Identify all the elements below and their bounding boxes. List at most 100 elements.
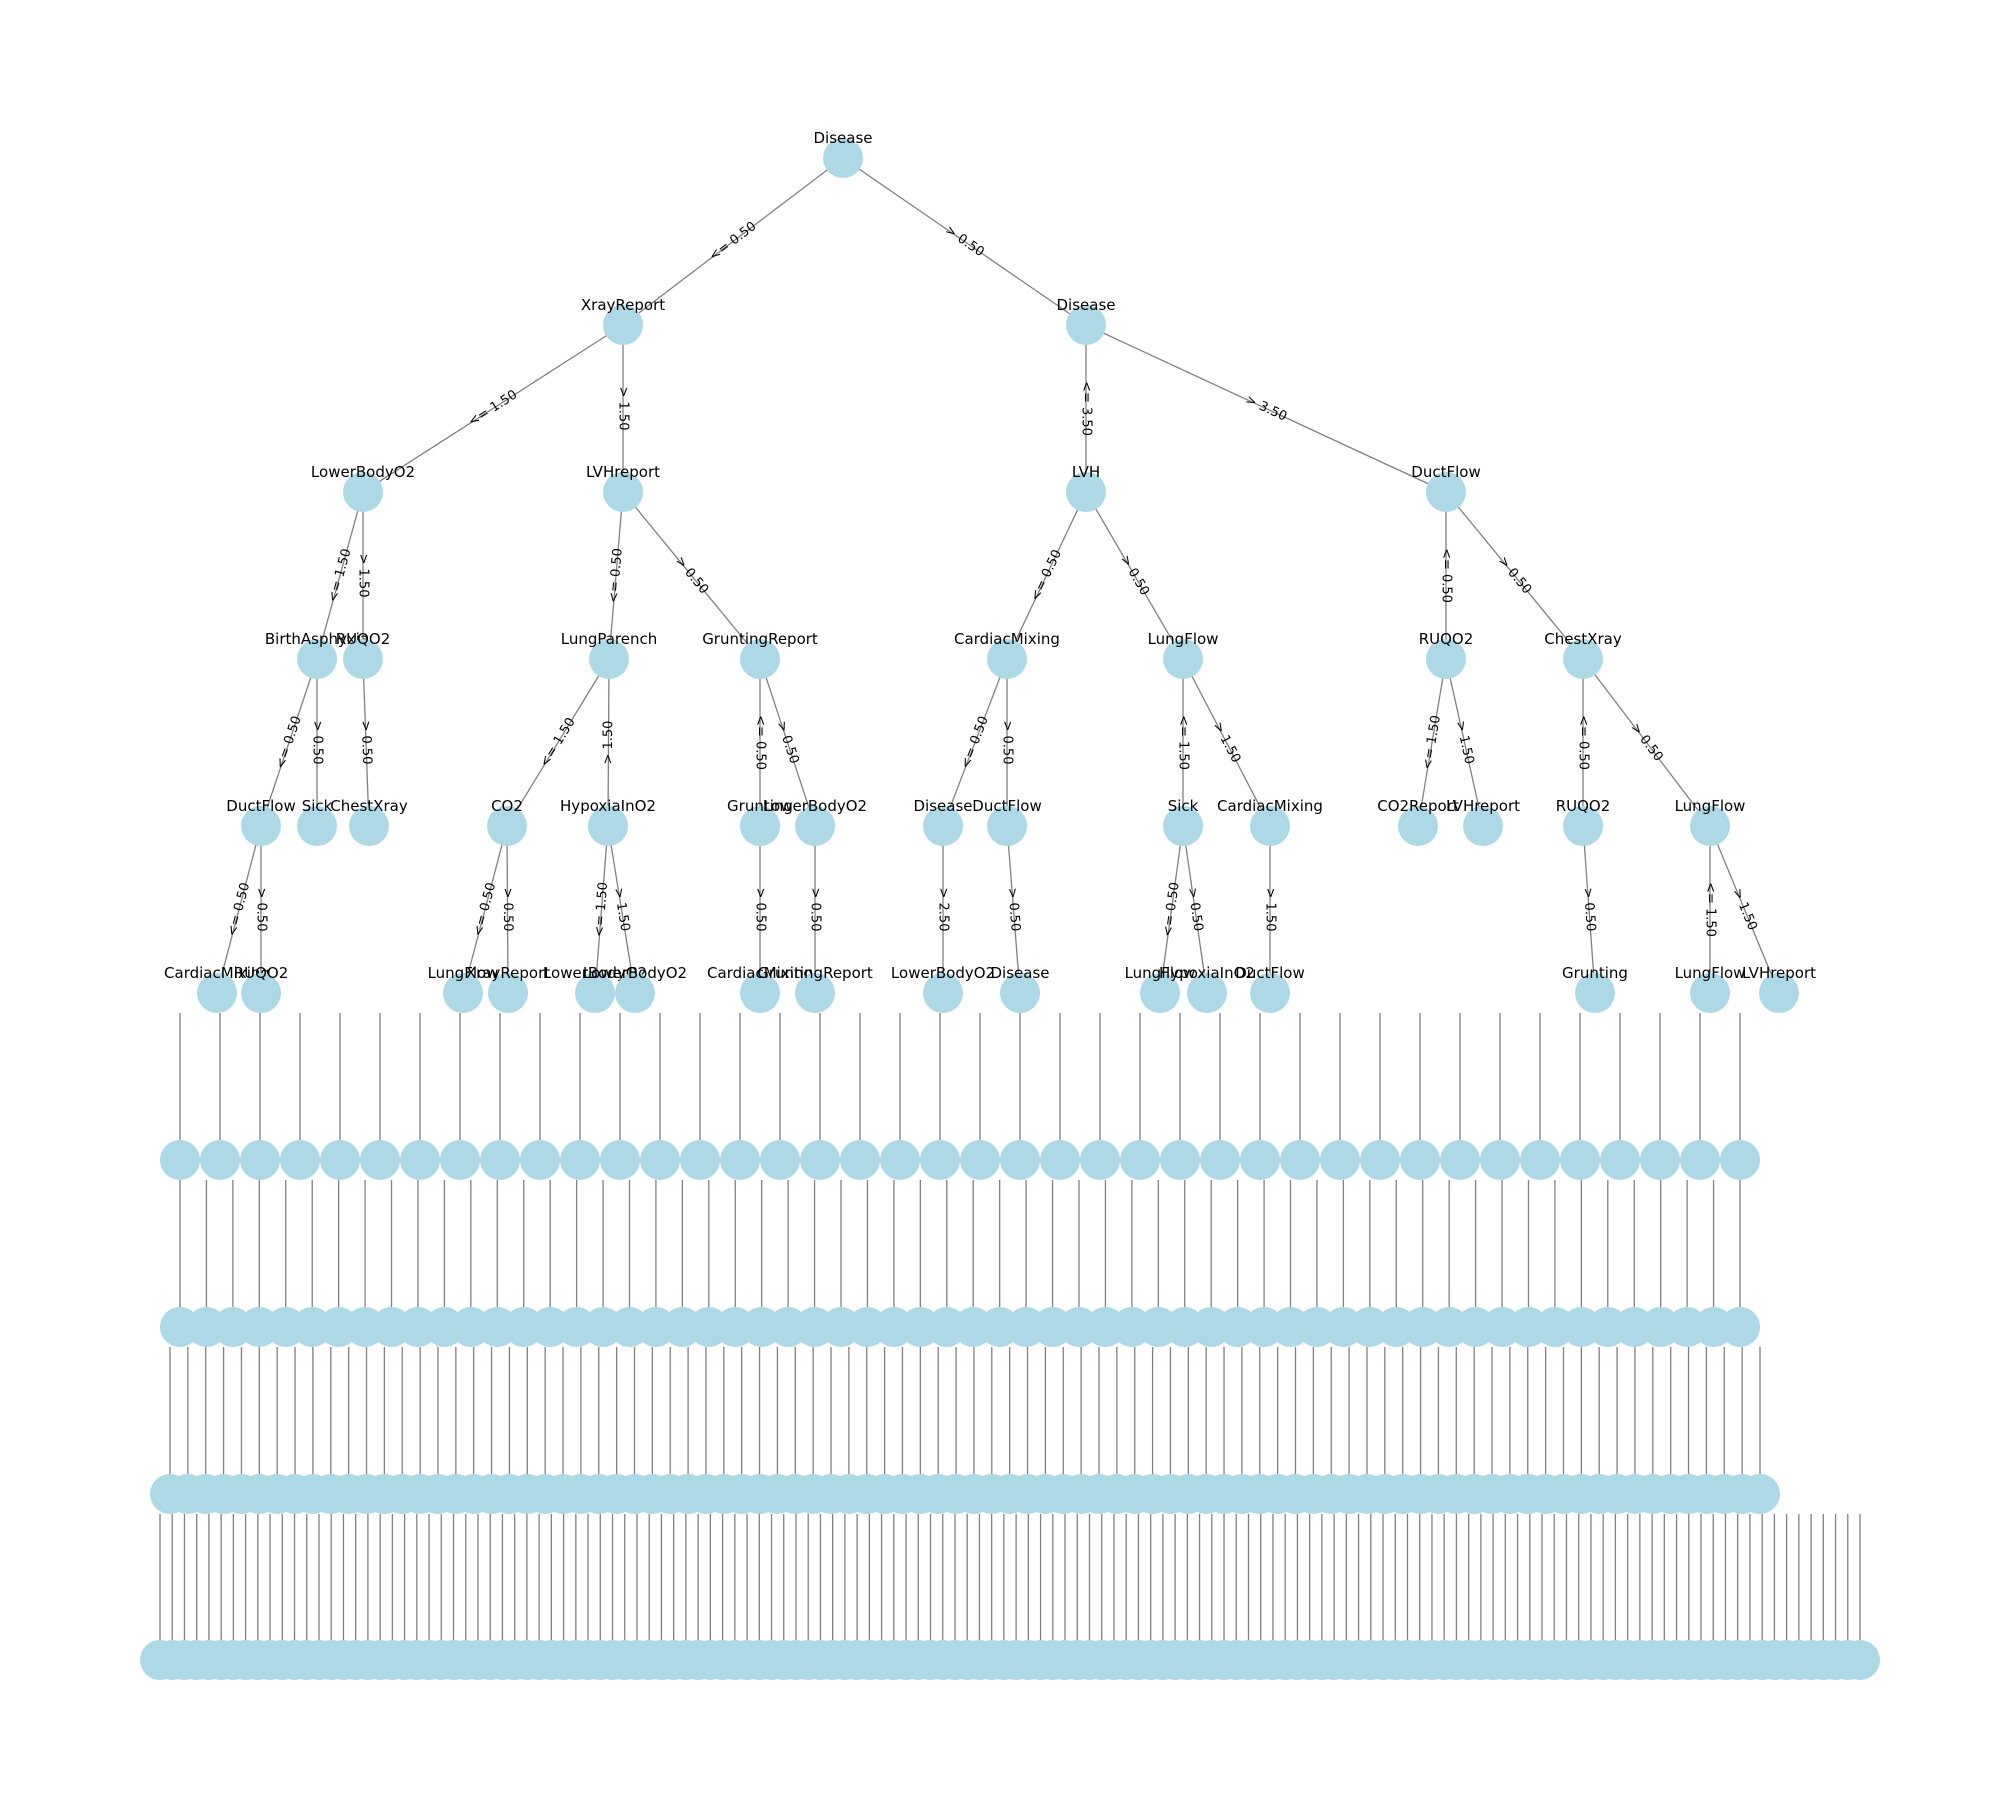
node-circle: [1563, 806, 1603, 846]
node-circle: [1690, 973, 1730, 1013]
tree-node: XrayReport: [581, 296, 665, 345]
node-label: HypoxiaInO2: [1159, 964, 1255, 982]
node-label: LVHreport: [1446, 797, 1520, 815]
node-label: LowerBodyO2: [543, 964, 647, 982]
node-label: LungFlow: [428, 964, 499, 982]
node-circle: [1163, 806, 1203, 846]
dense-node: [320, 1140, 360, 1180]
edge-threshold-label: > 0.50: [254, 888, 269, 932]
tree-edge: <= 1.50: [592, 825, 611, 994]
tree-edges: <= 0.50> 0.50<= 1.50> 1.50<= 3.50> 3.50<…: [216, 157, 1780, 994]
node-label: RUQO2: [336, 630, 391, 648]
node-label: XrayReport: [581, 296, 665, 314]
edge-line: [1445, 491, 1584, 660]
edge-threshold-label: <= 0.50: [1439, 548, 1454, 603]
edge-threshold-label: <= 0.50: [273, 714, 305, 771]
tree-node: LungFlow: [1675, 797, 1746, 846]
dense-node: [1640, 1140, 1680, 1180]
edge-line: [1159, 825, 1184, 994]
node-label: LVHreport: [586, 463, 660, 481]
edge-line: [506, 658, 610, 827]
edge-line: [506, 825, 509, 994]
node-circle: [740, 806, 780, 846]
edge-threshold-label: <= 0.50: [707, 219, 760, 264]
node-circle: [343, 472, 383, 512]
tree-edge: <= 0.50: [606, 491, 626, 660]
node-circle: [588, 806, 628, 846]
edge-threshold-label: > 0.50: [1580, 887, 1598, 932]
tree-node: CO2Report: [1377, 797, 1459, 846]
dense-node: [560, 1140, 600, 1180]
edge-threshold-label: <= 0.50: [1160, 881, 1182, 937]
tree-edge: > 0.50: [1004, 825, 1023, 994]
edge-threshold-label: <= 1.50: [537, 715, 578, 770]
edge-line: [759, 658, 816, 827]
tree-node: DuctFlow: [226, 797, 296, 846]
tree-node: HypoxiaInO2: [1159, 964, 1255, 1013]
tree-node: XrayReport: [466, 964, 550, 1013]
node-label: ChestXray: [1544, 630, 1622, 648]
tree-node: LungFlow: [1675, 964, 1745, 1013]
node-circle: [488, 973, 528, 1013]
dense-node: [1600, 1140, 1640, 1180]
tree-node: Disease: [991, 964, 1050, 1013]
node-circle: [297, 639, 337, 679]
edge-line: [942, 658, 1008, 827]
edge-threshold-label: > 2.50: [936, 888, 951, 932]
edge-threshold-label: <= 3.50: [1079, 381, 1094, 436]
edge-threshold-label: <= 0.50: [1576, 715, 1591, 770]
tree-node: DuctFlow: [1411, 463, 1481, 512]
dense-node: [1280, 1140, 1320, 1180]
tree-node: CardiacMixing: [954, 630, 1060, 679]
dense-node: [680, 1140, 720, 1180]
node-label: LowerBodyO2: [583, 964, 687, 982]
tree-node: LowerBodyO2: [763, 797, 867, 846]
tree-edge: > 0.50: [753, 826, 768, 993]
node-label: LowerBodyO2: [311, 463, 415, 481]
node-label: LungFlow: [1675, 797, 1746, 815]
node-circle: [1250, 806, 1290, 846]
node-circle: [1250, 973, 1290, 1013]
dense-node: [1480, 1140, 1520, 1180]
node-label: CardiacMixing: [707, 964, 813, 982]
edge-threshold-label: > 1.50: [601, 720, 616, 764]
tree-node: DuctFlow: [972, 797, 1042, 846]
dense-node: [1320, 1140, 1360, 1180]
edge-line: [1445, 658, 1484, 827]
node-circle: [1690, 806, 1730, 846]
edge-threshold-label: <= 1.50: [1420, 714, 1444, 771]
edge-threshold-label: > 0.50: [753, 888, 768, 932]
node-label: Disease: [991, 964, 1050, 982]
node-circle: [1066, 305, 1106, 345]
tree-edge: <= 1.50: [1176, 659, 1191, 826]
node-label: BirthAsphyxia: [265, 630, 369, 648]
tree-node: CardiacMixing: [164, 964, 270, 1013]
node-label: Grunting: [1562, 964, 1628, 982]
node-circle: [487, 806, 527, 846]
edge-threshold-label: <= 0.50: [958, 714, 992, 771]
node-circle: [575, 973, 615, 1013]
dense-node: [1840, 1640, 1880, 1680]
edge-line: [1582, 825, 1596, 994]
tree-edge: > 1.50: [607, 825, 636, 994]
dense-node: [840, 1140, 880, 1180]
node-label: Disease: [1057, 296, 1116, 314]
tree-edge: > 0.50: [358, 658, 374, 827]
tree-edge: > 0.50: [310, 659, 325, 826]
dense-node: [1240, 1140, 1280, 1180]
tree-node: RUQO2: [1419, 630, 1473, 679]
node-circle: [241, 806, 281, 846]
node-circle: [615, 973, 655, 1013]
node-label: CardiacMixing: [954, 630, 1060, 648]
edge-line: [1417, 658, 1447, 827]
edge-threshold-label: <= 1.50: [592, 882, 611, 938]
node-circle: [740, 973, 780, 1013]
dense-node: [440, 1140, 480, 1180]
node-label: GruntingReport: [757, 964, 873, 982]
dense-node: [920, 1140, 960, 1180]
tree-node: RUQO2: [336, 630, 391, 679]
node-circle: [349, 806, 389, 846]
edge-line: [362, 658, 370, 827]
tree-edge: > 0.50: [1000, 659, 1015, 826]
